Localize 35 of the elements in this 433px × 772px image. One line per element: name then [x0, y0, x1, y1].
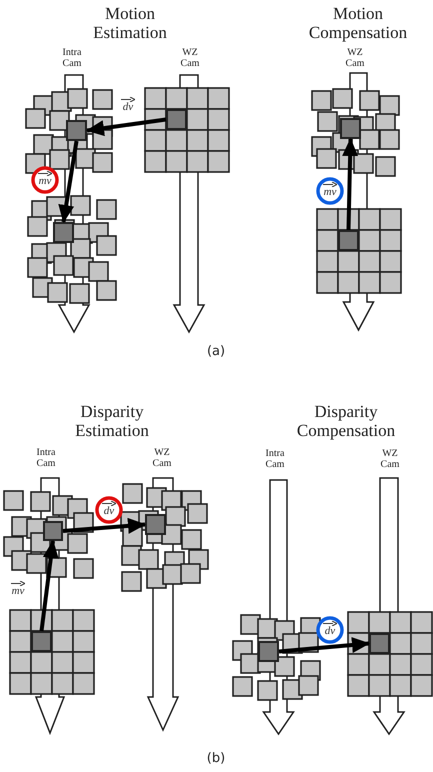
camera-label: Intra Cam	[264, 448, 286, 470]
camera-label: Intra Cam	[62, 47, 82, 69]
camera-label: WZ Cam	[380, 448, 400, 470]
arrow	[40, 540, 59, 632]
arrow	[342, 138, 358, 230]
panel-title: Motion Compensation	[308, 5, 408, 42]
arrow	[58, 140, 78, 223]
dark-block	[369, 633, 390, 654]
vector-label: dv	[104, 506, 114, 516]
arrow	[62, 518, 146, 534]
dark-block	[340, 118, 361, 139]
panel-title: Disparity Compensation	[296, 403, 396, 440]
dark-block	[66, 120, 87, 141]
vector-label: dv	[324, 626, 336, 636]
camera-label: WZ Cam	[180, 47, 200, 69]
panel-caption: (a)	[206, 345, 226, 360]
vector-label: mv	[38, 176, 52, 186]
dark-block	[166, 109, 187, 130]
dark-block	[53, 222, 74, 243]
panel-caption: (b)	[206, 752, 226, 766]
dark-block	[145, 514, 166, 535]
panel-title: Motion Estimation	[92, 5, 168, 42]
panel-title: Disparity Estimation	[74, 403, 150, 440]
camera-label: WZ Cam	[344, 47, 366, 69]
arrow	[86, 118, 166, 136]
camera-label: WZ Cam	[152, 447, 172, 469]
vector-label: mv	[324, 187, 336, 197]
dark-block	[43, 521, 63, 541]
vector-label: mv	[12, 586, 24, 596]
vector-label: dv	[122, 102, 134, 112]
dark-block	[258, 641, 279, 662]
dark-block	[31, 631, 52, 652]
arrow	[278, 637, 370, 654]
camera-label: Intra Cam	[36, 447, 56, 469]
dark-block	[338, 230, 359, 251]
